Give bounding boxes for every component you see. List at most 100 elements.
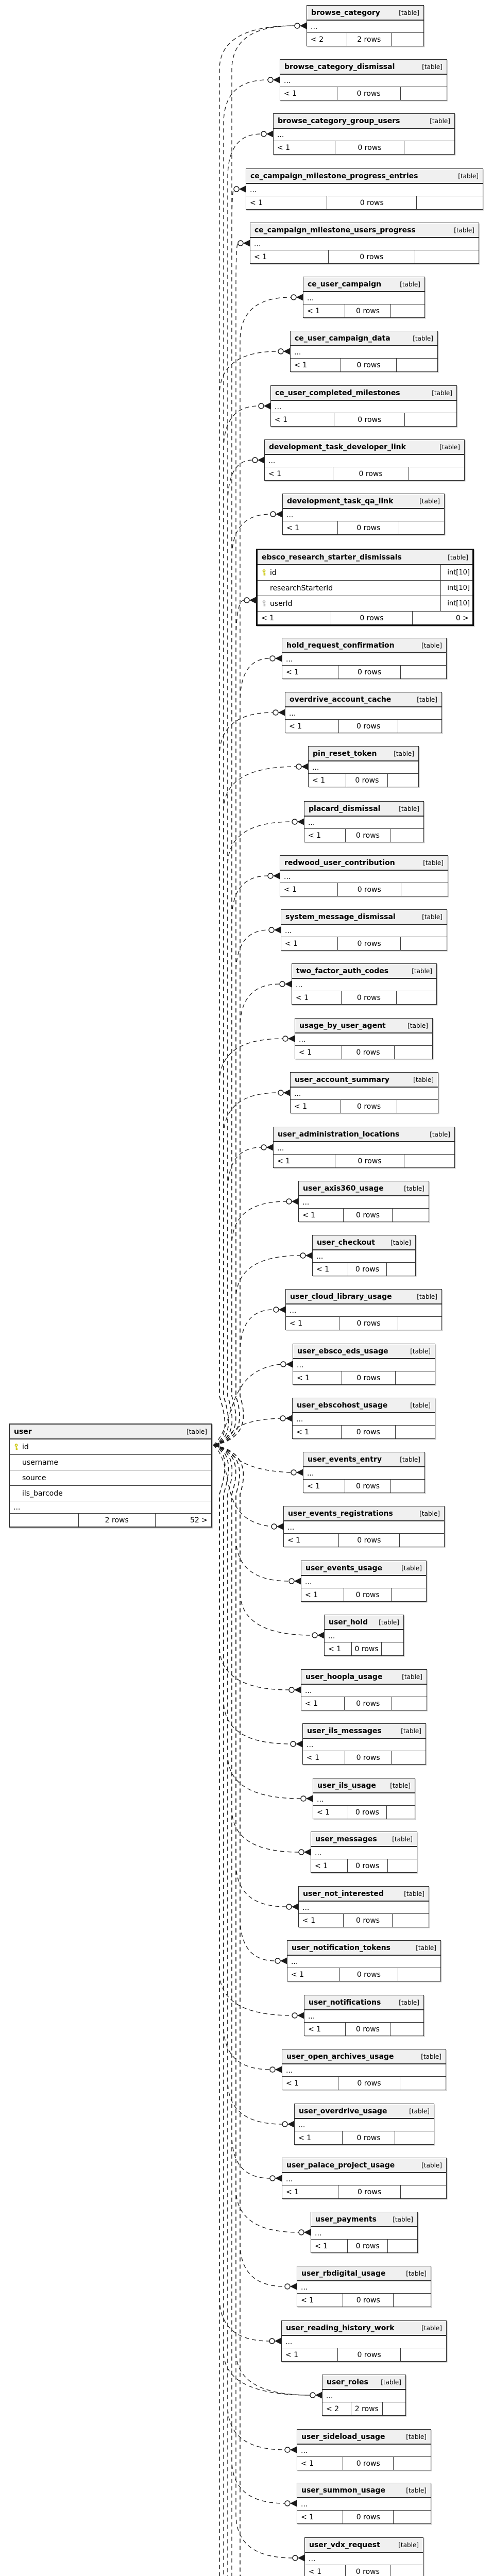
table-type-label: [table] (406, 2433, 427, 2441)
table-name[interactable]: browse_category (311, 8, 380, 17)
table-name[interactable]: user_sideload_usage (301, 2432, 385, 2441)
table-development_task_developer_link[interactable]: development_task_developer_link[table]..… (264, 439, 465, 481)
table-ce_campaign_milestone_users_progress[interactable]: ce_campaign_milestone_users_progress[tab… (250, 223, 479, 264)
table-name[interactable]: user_events_usage (305, 1564, 383, 1572)
table-name[interactable]: usage_by_user_agent (299, 1021, 386, 1030)
table-name[interactable]: browse_category_dismissal (284, 62, 395, 71)
table-name[interactable]: user_checkout (317, 1238, 375, 1247)
table-name[interactable]: placard_dismissal (309, 804, 381, 813)
table-ce_campaign_milestone_progress_entries[interactable]: ce_campaign_milestone_progress_entries[t… (246, 168, 483, 210)
table-name[interactable]: redwood_user_contribution (284, 858, 395, 867)
table-name[interactable]: user_not_interested (303, 1889, 384, 1898)
table-name[interactable]: user_ebscohost_usage (297, 1401, 388, 1410)
table-name[interactable]: ce_campaign_milestone_progress_entries (250, 172, 418, 180)
table-name[interactable]: ce_user_campaign (308, 280, 382, 289)
table-name[interactable]: user_roles (327, 2378, 368, 2386)
table-name[interactable]: browse_category_group_users (278, 116, 400, 125)
table-name[interactable]: development_task_developer_link (269, 443, 406, 451)
table-name[interactable]: user_axis360_usage (303, 1184, 384, 1193)
table-name[interactable]: user_notification_tokens (292, 1943, 391, 1952)
table-name[interactable]: user_notifications (309, 1998, 381, 2007)
table-name[interactable]: user_payments (315, 2215, 377, 2224)
table-name[interactable]: ce_user_campaign_data (295, 334, 390, 343)
row-count: 0 rows (341, 1100, 397, 1113)
table-name[interactable]: ce_campaign_milestone_users_progress (254, 226, 416, 234)
table-name[interactable]: user_account_summary (295, 1075, 389, 1084)
table-name[interactable]: user_messages (315, 1835, 377, 1843)
table-name[interactable]: user (14, 1427, 32, 1436)
table-user_administration_locations[interactable]: user_administration_locations[table]...<… (273, 1127, 455, 1168)
table-name[interactable]: user_ils_messages (307, 1726, 382, 1735)
table-name[interactable]: overdrive_account_cache (290, 695, 392, 704)
table-name[interactable]: user_reading_history_work (286, 2324, 395, 2332)
table-name[interactable]: user_summon_usage (301, 2486, 386, 2495)
table-ce_user_completed_milestones[interactable]: ce_user_completed_milestones[table]...< … (270, 385, 457, 427)
table-name[interactable]: development_task_qa_link (287, 497, 394, 505)
table-name[interactable]: system_message_dismissal (285, 912, 396, 921)
table-name[interactable]: user_hoopla_usage (305, 1672, 383, 1681)
table-name[interactable]: user_hold (329, 1618, 368, 1626)
table-name[interactable]: hold_request_confirmation (286, 641, 395, 650)
table-name[interactable]: user_events_registrations (288, 1509, 393, 1518)
table-name[interactable]: ce_user_completed_milestones (275, 388, 400, 397)
table-browse_category_group_users[interactable]: browse_category_group_users[table]...< 1… (273, 113, 455, 155)
table-ebsco_research_starter_dismissals[interactable]: ebsco_research_starter_dismissals[table]… (256, 549, 474, 626)
table-name[interactable]: user_overdrive_usage (299, 2107, 387, 2115)
table-name[interactable]: user_events_entry (308, 1455, 382, 1464)
table-name[interactable]: user_rbdigital_usage (301, 2269, 386, 2278)
table-name[interactable]: user_vdx_request (309, 2540, 380, 2549)
table-name[interactable]: user_open_archives_usage (286, 2052, 394, 2061)
table-name[interactable]: two_factor_auth_codes (296, 967, 389, 975)
table-name[interactable]: pin_reset_token (313, 749, 377, 758)
relationship-line (213, 1445, 287, 1907)
table-name[interactable]: ebsco_research_starter_dismissals (262, 553, 402, 562)
table-name[interactable]: user_cloud_library_usage (290, 1292, 392, 1301)
table-name[interactable]: user_palace_project_usage (286, 2161, 395, 2170)
table-name[interactable]: user_ebsco_eds_usage (297, 1347, 388, 1355)
table-name[interactable]: user_administration_locations (278, 1130, 400, 1139)
table-name[interactable]: user_ils_usage (317, 1781, 376, 1790)
column-row-ils_barcode: ils_barcode (10, 1486, 211, 1501)
